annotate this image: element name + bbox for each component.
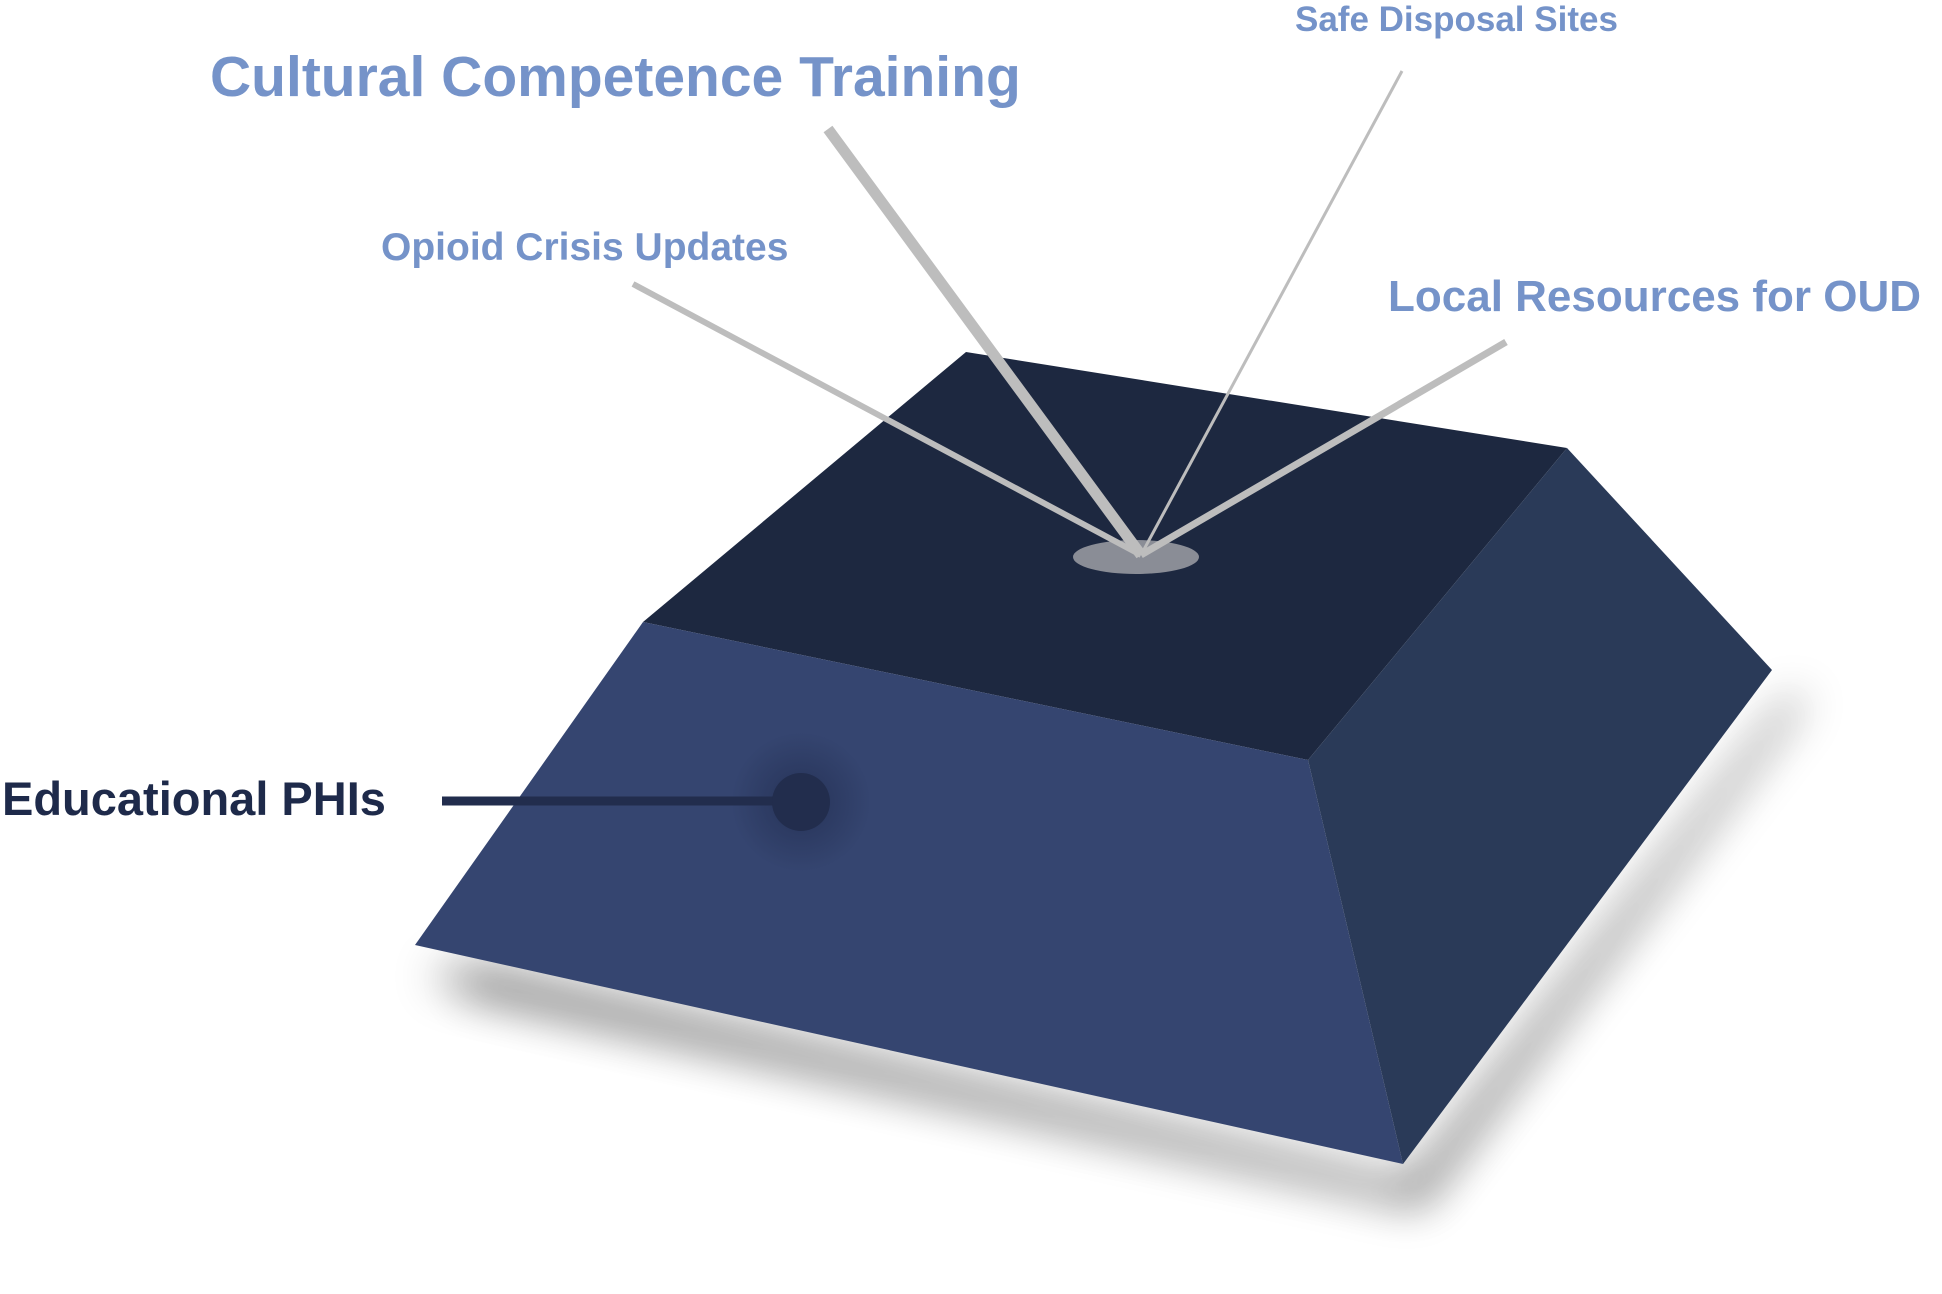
label-safe-disposal: Safe Disposal Sites [1295,0,1618,39]
stem-opioid [631,281,1143,558]
label-local-resources: Local Resources for OUD [1388,272,1921,321]
label-opioid-crisis: Opioid Crisis Updates [381,226,788,269]
block-side-face [1308,448,1772,1164]
stem-disposal [1139,70,1404,556]
stem-local [1139,338,1508,559]
base-dot [772,773,830,831]
stem-cultural [823,125,1146,559]
label-cultural-competence: Cultural Competence Training [210,45,1021,109]
block-front-face [415,622,1403,1164]
label-educational-phis: Educational PHIs [2,772,386,825]
